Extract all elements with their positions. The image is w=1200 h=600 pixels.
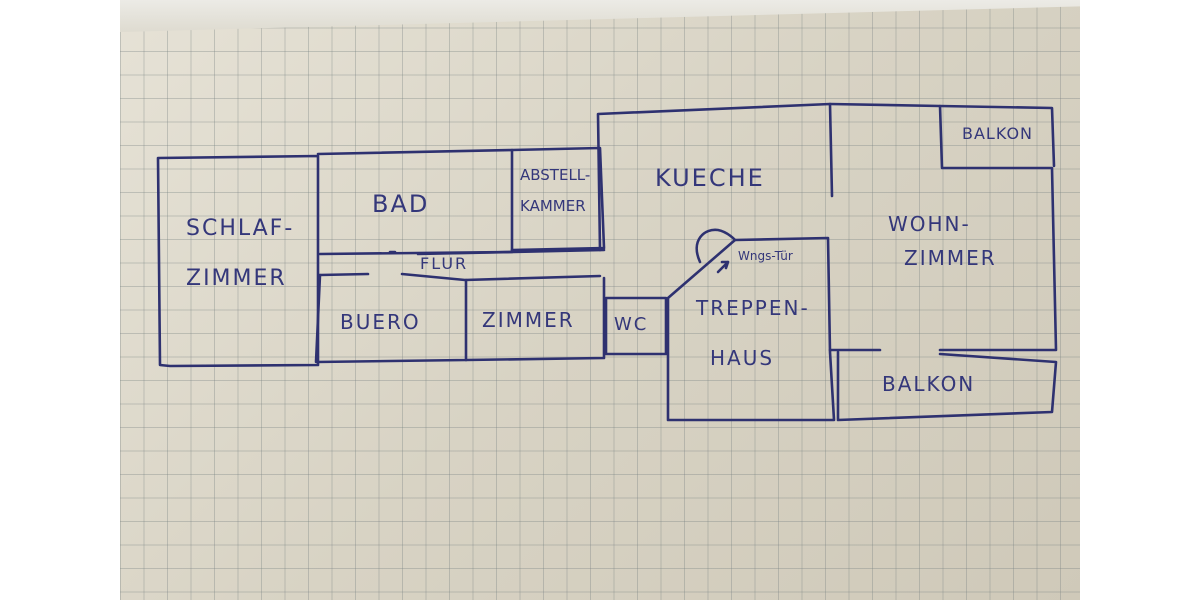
wall-flur-left (318, 272, 370, 277)
door-note-arrow (716, 260, 730, 274)
room-label-buero: BUERO (340, 310, 421, 334)
room-label-flur: FLUR (420, 254, 469, 273)
room-label-wohnzimmer: WOHN- ZIMMER (888, 214, 997, 268)
wall-abstellkammer (510, 146, 606, 252)
door-note-label: Wngs-Tür (738, 249, 793, 263)
room-label-wc: WC (614, 314, 649, 335)
treppenhaus-line1: TREPPEN- (696, 296, 810, 320)
wall-flur-top (416, 248, 606, 256)
door-swing (695, 228, 737, 264)
wall-balkon-bottom (836, 350, 1058, 422)
wall-bad (316, 148, 514, 256)
wall-wc (604, 296, 668, 356)
room-label-balkon-bottom: BALKON (882, 372, 976, 396)
schlafzimmer-line2: ZIMMER (186, 266, 287, 291)
wall-flur-bottom (400, 272, 602, 282)
abstellkammer-line2: KAMMER (520, 197, 586, 215)
room-label-kueche: KUECHE (655, 164, 765, 192)
abstellkammer-line1: ABSTELL- (520, 166, 591, 184)
wall-buero (314, 273, 468, 364)
wall-kueche (596, 102, 834, 252)
room-label-schlafzimmer: SCHLAF- ZIMMER (186, 218, 294, 290)
schlafzimmer-line1: SCHLAF- (186, 216, 295, 241)
room-label-abstellkammer: ABSTELL- KAMMER (520, 168, 590, 214)
room-label-treppenhaus: TREPPEN- HAUS (696, 298, 810, 368)
wall-zimmer (464, 276, 606, 362)
wall-balkon-top (938, 104, 1056, 168)
wall-schlafzimmer (156, 154, 320, 368)
wohnzimmer-line2: ZIMMER (904, 246, 997, 270)
room-label-zimmer: ZIMMER (482, 308, 575, 332)
treppenhaus-line2: HAUS (710, 346, 775, 370)
wall-wohnzimmer (828, 102, 1058, 352)
wohnzimmer-line1: WOHN- (888, 212, 971, 236)
room-label-balkon-top: BALKON (962, 124, 1034, 143)
room-label-bad: BAD (372, 190, 430, 218)
graph-paper (120, 0, 1080, 600)
